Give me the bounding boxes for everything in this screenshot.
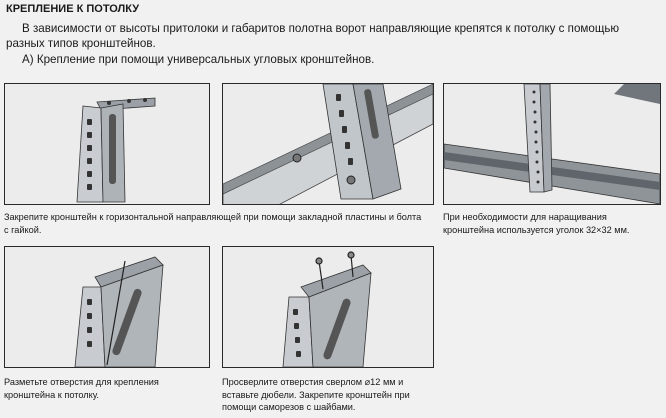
- guide-illustration: [223, 84, 433, 204]
- figure-extension-angle: [443, 83, 661, 205]
- caption-1: Закрепите кронштейн к горизонтальной нап…: [4, 212, 422, 235]
- figure-mark-holes: [4, 246, 210, 368]
- intro-paragraph: В зависимости от высоты притолоки и габа…: [6, 22, 620, 50]
- angle-illustration: [444, 84, 660, 204]
- section-heading: КРЕПЛЕНИЕ К ПОТОЛКУ: [6, 3, 140, 15]
- subheading: А) Крепление при помощи универсальных уг…: [22, 53, 375, 66]
- figure-bracket-closeup: [4, 83, 210, 205]
- figure-bracket-on-guide: [222, 83, 434, 205]
- caption-4: Просверлите отверстия сверлом ⌀12 мм и в…: [222, 377, 410, 412]
- bracket-illustration: [5, 84, 209, 204]
- caption-3: Разметьте отверстия для крепления кроншт…: [4, 377, 159, 400]
- figure-drill-and-fasten: [222, 246, 434, 368]
- fastening-illustration: [223, 247, 433, 367]
- marking-illustration: [5, 247, 209, 367]
- caption-2: При необходимости для наращивания кроншт…: [443, 212, 630, 235]
